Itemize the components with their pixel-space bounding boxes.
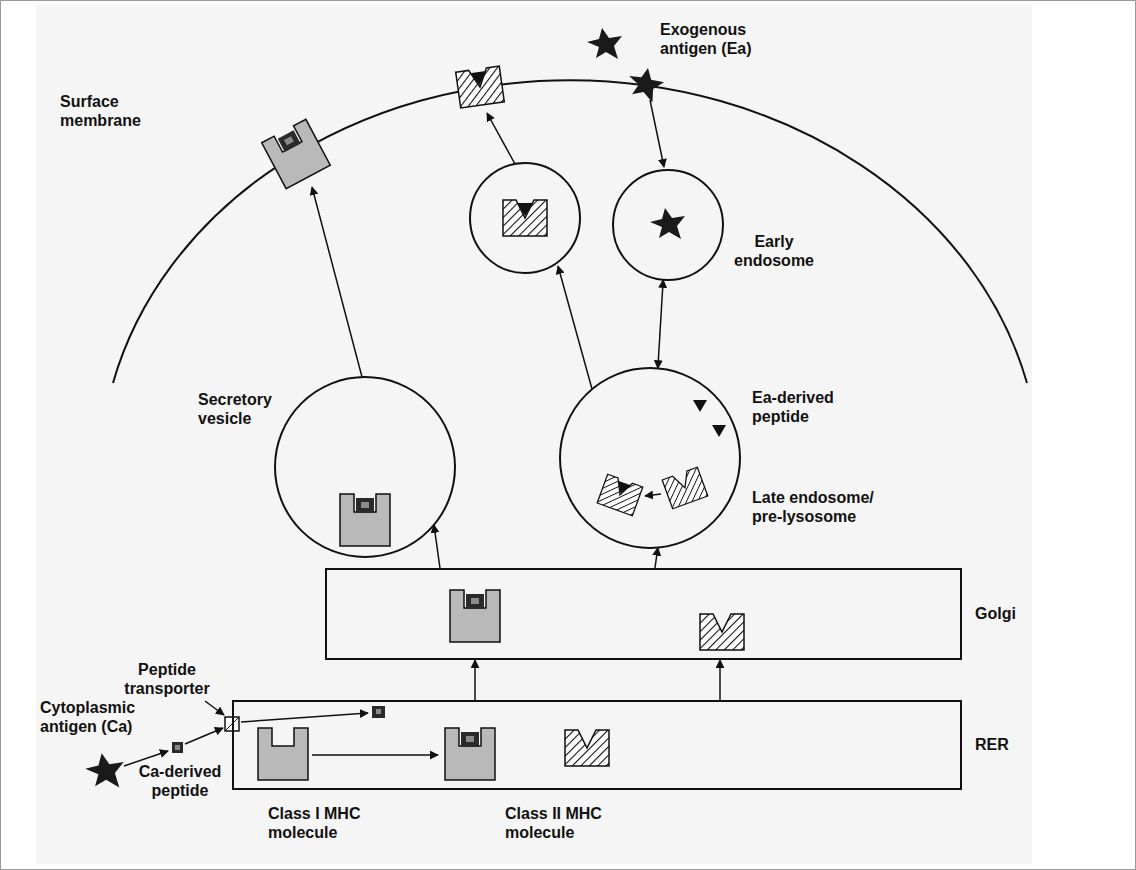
class-two-mhc bbox=[456, 66, 505, 108]
annotation-label: Exogenous antigen (Ea) bbox=[660, 20, 770, 58]
class-one-mhc bbox=[445, 728, 495, 780]
class-two-mhc bbox=[503, 200, 547, 236]
arrow-connector bbox=[719, 660, 721, 700]
class-two-mhc bbox=[662, 467, 708, 509]
peptide bbox=[693, 400, 707, 412]
peptide bbox=[712, 425, 726, 437]
node-label: RER bbox=[975, 735, 1035, 754]
class-two-mhc bbox=[597, 474, 643, 516]
organelle-box: Golgi bbox=[325, 568, 962, 660]
exogenous-antigen bbox=[587, 28, 622, 59]
annotation-label: Class II MHC molecule bbox=[505, 804, 620, 842]
class-two-mhc bbox=[700, 614, 744, 650]
peptide bbox=[372, 706, 385, 718]
arrow-connector bbox=[655, 548, 658, 568]
annotation-label: Ea-derived peptide bbox=[752, 388, 852, 426]
annotation-label: Class I MHC molecule bbox=[268, 804, 378, 842]
annotation-label: Peptide transporter bbox=[118, 660, 216, 698]
arrow-connector bbox=[434, 525, 440, 568]
arrows bbox=[124, 100, 664, 766]
node-label: Early endosome bbox=[726, 232, 822, 270]
vesicle-circle: Early endosome bbox=[613, 170, 723, 280]
class-one-mhc bbox=[450, 590, 500, 642]
class-two-mhc bbox=[565, 730, 609, 766]
exogenous-antigen bbox=[623, 63, 666, 104]
node-outline bbox=[613, 170, 723, 280]
annotation-label: Cytoplasmic antigen (Ca) bbox=[40, 698, 146, 736]
vesicle-circle: Late endosome/ pre-lysosome bbox=[560, 368, 740, 548]
annotation-label: Surface membrane bbox=[60, 92, 155, 130]
cell-membrane bbox=[113, 80, 1027, 383]
arrow bbox=[645, 494, 661, 496]
node-outline bbox=[560, 368, 740, 548]
class-one-mhc bbox=[262, 119, 331, 188]
annotation-label: Ca-derived peptide bbox=[136, 762, 224, 800]
arrow-connector bbox=[474, 660, 476, 700]
node-label: Secretory vesicle bbox=[198, 390, 278, 428]
node-label: Golgi bbox=[975, 604, 1035, 623]
endosome-vesicle bbox=[470, 163, 580, 273]
panel bbox=[36, 4, 1032, 864]
node-outline bbox=[275, 377, 455, 557]
exogenous-antigen bbox=[650, 208, 685, 239]
vesicle-circle: Secretory vesicle bbox=[275, 377, 455, 557]
class-one-mhc bbox=[258, 728, 308, 780]
node-outline bbox=[232, 700, 962, 790]
cytoplasmic-antigen bbox=[85, 753, 124, 787]
node-outline bbox=[325, 568, 962, 660]
peptide bbox=[172, 742, 183, 753]
arrow-connector bbox=[658, 280, 663, 369]
organelle-box: RER bbox=[232, 700, 962, 790]
node-label: Late endosome/ pre-lysosome bbox=[752, 488, 884, 526]
class-one-mhc bbox=[340, 494, 390, 546]
